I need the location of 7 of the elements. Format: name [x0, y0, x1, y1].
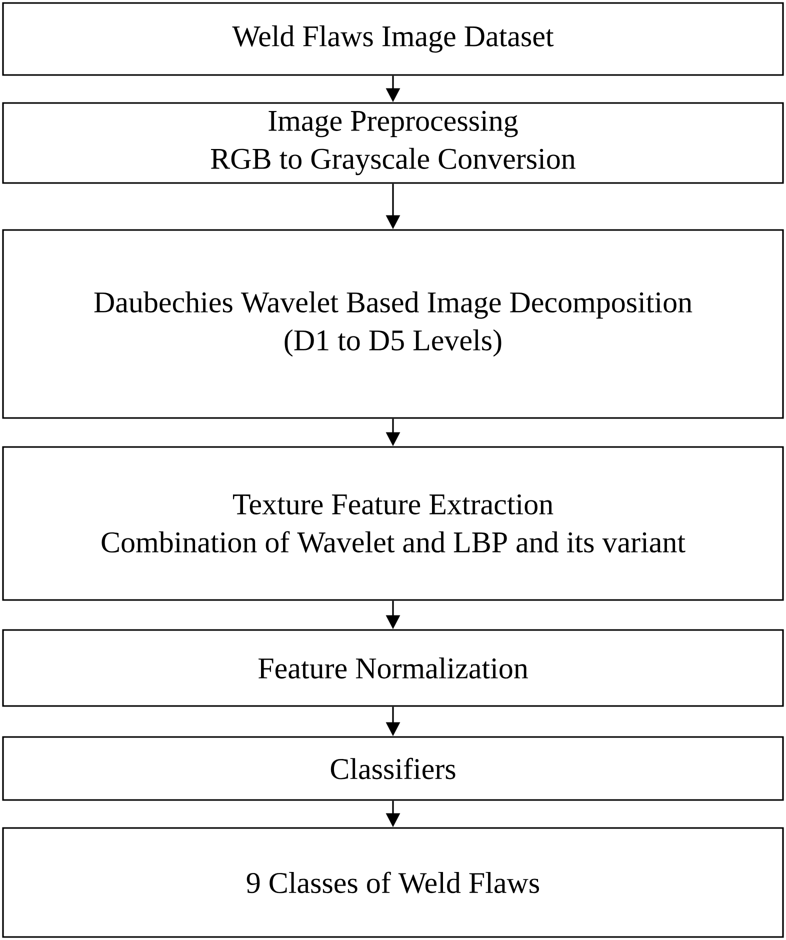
process-box: Texture Feature Extraction Combination of Wavelet and LBP and its variant — [2, 446, 784, 601]
process-box: Daubechies Wavelet Based Image Decomposition (D1 to D5 Levels) — [2, 229, 784, 419]
process-box: Classifiers — [2, 736, 784, 801]
process-box: 9 Classes of Weld Flaws — [2, 827, 784, 938]
process-box: Image Preprocessing RGB to Grayscale Conversion — [2, 102, 784, 184]
process-box: Feature Normalization — [2, 629, 784, 707]
process-box: Weld Flaws Image Dataset — [2, 2, 784, 76]
